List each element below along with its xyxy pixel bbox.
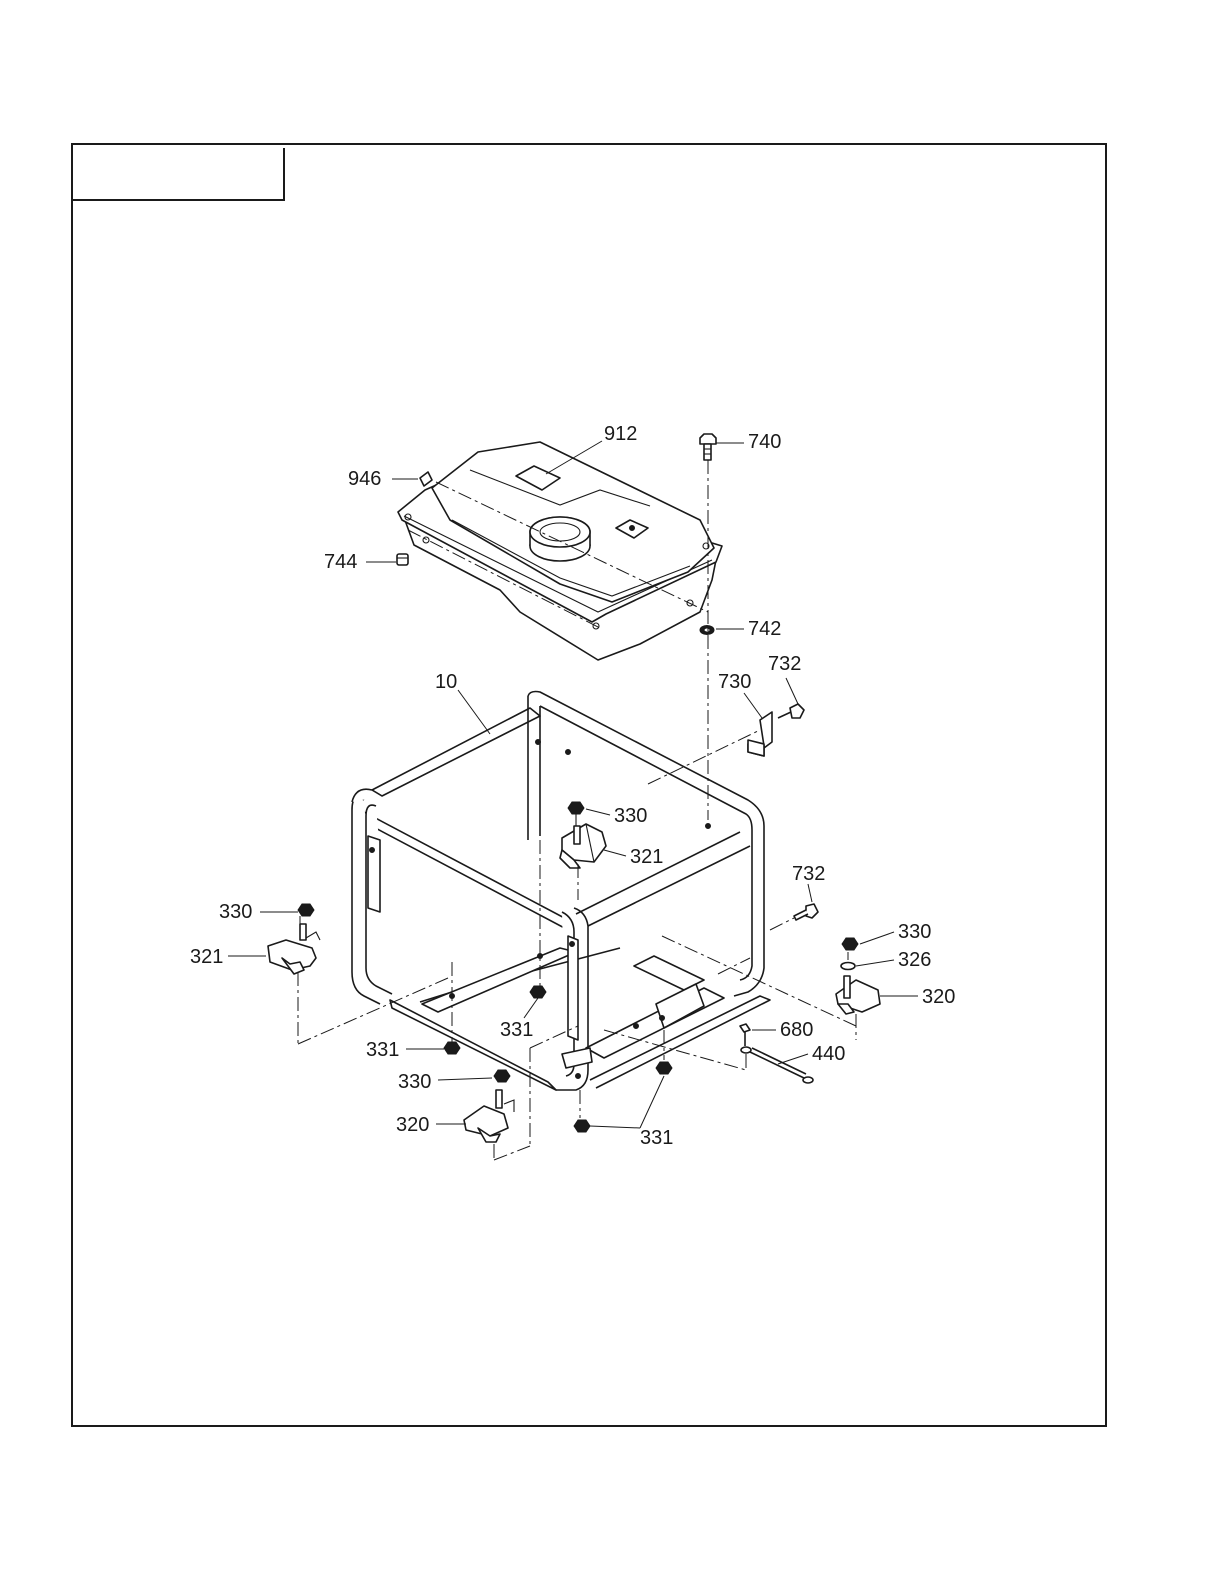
- callout-330-upper: 330: [614, 805, 647, 827]
- diagram-frame: [71, 143, 1107, 1427]
- callout-labels: 912 740 946 744 742 732 730 10 330 321 7…: [190, 423, 955, 1149]
- callout-740: 740: [748, 431, 781, 453]
- wire-part-440: [740, 1046, 814, 1084]
- mount-part-321-left: [267, 923, 321, 975]
- nut-part-331-d: [655, 1061, 673, 1075]
- callout-331-left: 331: [366, 1039, 399, 1061]
- callout-680: 680: [780, 1019, 813, 1041]
- bolt-part-732-upper: [777, 703, 805, 719]
- callout-321-upper: 321: [630, 846, 663, 868]
- mount-part-321-upper: [559, 823, 607, 869]
- callout-330-left: 330: [219, 901, 252, 923]
- nut-part-330-bottom: [493, 1069, 511, 1083]
- nut-part-331-a: [529, 985, 547, 999]
- callout-10: 10: [435, 671, 457, 693]
- title-box: [72, 148, 285, 201]
- callout-742: 742: [748, 618, 781, 640]
- callout-320-right: 320: [922, 986, 955, 1008]
- assembly-centerlines: [297, 460, 857, 1161]
- callout-730: 730: [718, 671, 751, 693]
- washer-part-326: [840, 961, 856, 971]
- callout-326: 326: [898, 949, 931, 971]
- bolt-part-740: [699, 433, 717, 461]
- callout-732-upper: 732: [768, 653, 801, 675]
- callout-321-left: 321: [190, 946, 223, 968]
- nut-part-330-right: [841, 937, 859, 951]
- mount-part-320-bottom: [463, 1089, 515, 1143]
- bolt-part-732-lower: [793, 903, 819, 921]
- label-part-946: [419, 471, 433, 487]
- nut-part-330-left: [297, 903, 315, 917]
- plug-part-744: [396, 553, 409, 566]
- washer-part-742: [699, 625, 715, 635]
- fuel-tank: [397, 441, 723, 661]
- callout-732-lower: 732: [792, 863, 825, 885]
- mount-part-320-right: [835, 975, 881, 1015]
- callout-330-right: 330: [898, 921, 931, 943]
- callout-440: 440: [812, 1043, 845, 1065]
- callout-744: 744: [324, 551, 357, 573]
- bracket-part-730: [747, 711, 773, 757]
- callout-331-center: 331: [500, 1019, 533, 1041]
- callout-leaders: [228, 440, 918, 1129]
- callout-320-bottom: 320: [396, 1114, 429, 1136]
- frame-part-10: [351, 690, 771, 1091]
- nut-part-330-upper: [567, 801, 585, 826]
- nut-part-331-c: [573, 1119, 591, 1133]
- callout-330-bottom: 330: [398, 1071, 431, 1093]
- nut-part-331-b: [443, 1041, 461, 1055]
- callout-912: 912: [604, 423, 637, 445]
- callout-946: 946: [348, 468, 381, 490]
- callout-331-bottom: 331: [640, 1127, 673, 1149]
- bolt-part-680: [739, 1023, 751, 1046]
